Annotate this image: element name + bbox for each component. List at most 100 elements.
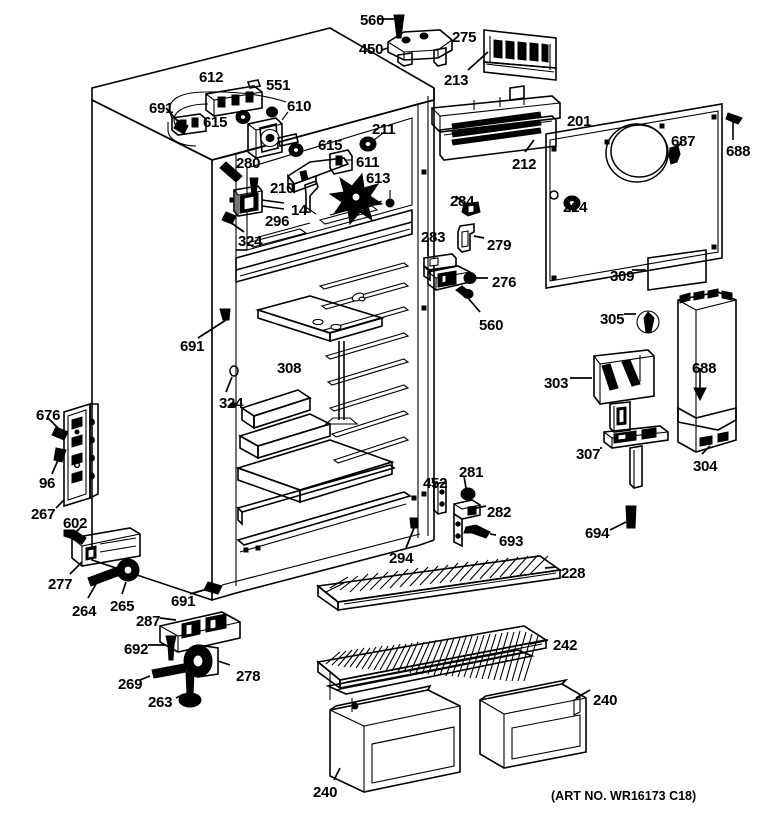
part-228-wire-shelf [316,554,563,612]
callout-305: 305 [600,311,625,328]
callout-96: 96 [39,475,56,492]
callout-687: 687 [671,133,696,150]
part-296 [233,185,285,217]
callout-611: 611 [356,154,380,171]
callout-560-top: 560 [360,12,385,29]
callout-324-b: 324 [219,395,244,412]
callout-279: 279 [487,237,512,254]
part-324-a [221,211,245,233]
callout-294: 294 [389,550,414,567]
part-693-screw [463,524,497,539]
part-692-screw [148,635,177,661]
callout-551: 551 [266,77,291,94]
part-615-grommet-b [288,143,304,157]
callout-450: 450 [359,41,384,58]
callout-14: 14 [291,202,308,219]
part-694-pin [609,505,637,531]
callout-676: 676 [36,407,61,424]
callout-210: 210 [270,180,295,197]
callout-694: 694 [585,525,610,542]
part-691-a [165,107,189,135]
callout-213: 213 [444,72,469,89]
callout-692: 692 [124,641,149,658]
part-610-control [247,111,299,159]
part-242-shelf [316,625,549,712]
part-676-screw [47,417,69,441]
callout-267: 267 [31,506,56,523]
callout-265: 265 [110,598,135,615]
callout-242: 242 [553,637,578,654]
part-212-rack [431,85,561,161]
shelf-rails [318,262,410,464]
callout-269: 269 [118,676,143,693]
callout-296: 296 [265,213,290,230]
part-280 [219,161,243,183]
callout-275: 275 [452,29,477,46]
callout-211: 211 [372,121,396,138]
callout-264: 264 [72,603,97,620]
part-282-hinge [453,499,487,548]
part-688-arrow-b [693,368,707,402]
callout-691-b: 691 [180,338,205,355]
part-688-arrow-a [725,112,743,140]
part-265-roller [116,558,140,595]
callout-691-c: 691 [171,593,196,610]
part-560-screw-top [378,14,405,39]
part-308-shelf [255,295,385,425]
callout-602: 602 [63,515,88,532]
callout-691-a: 691 [149,100,174,117]
art-number: (ART NO. WR16173 C18) [551,789,697,803]
callout-284: 284 [450,193,475,210]
part-96-screw [51,447,67,475]
part-450-275-handle [381,29,453,67]
callout-240-b: 240 [313,784,338,801]
callout-452: 452 [423,475,448,492]
part-305-screw [624,310,660,334]
part-612-harness [167,79,287,147]
part-276 [427,265,488,291]
callout-280: 280 [236,155,261,172]
callout-278: 278 [236,668,261,685]
cabinet-assembly [91,27,435,602]
callout-324-a: 324 [238,233,263,250]
part-269-pin [139,663,187,681]
part-294-pin [405,517,419,549]
part-304-cover [677,288,737,455]
callout-240-a: 240 [593,692,618,709]
callout-201: 201 [567,113,592,130]
part-611-bracket [286,149,353,194]
part-560-screw-b [455,285,481,313]
callout-307: 307 [576,446,601,463]
callout-281: 281 [459,464,484,481]
lower-cabinet-shelves [235,389,412,553]
callout-610: 610 [287,98,312,115]
callout-212: 212 [512,156,537,173]
callout-282: 282 [487,504,512,521]
callout-214: 214 [563,199,588,216]
callout-277: 277 [48,576,73,593]
callout-612: 612 [199,69,224,86]
callout-309: 309 [610,268,635,285]
callout-303: 303 [544,375,569,392]
part-691-b [197,308,231,339]
part-303 [570,349,655,433]
part-279 [457,223,485,253]
part-240-drawer-right [479,678,591,769]
part-240-drawer-left [329,684,461,793]
callout-308: 308 [277,360,302,377]
callout-263: 263 [148,694,173,711]
part-211 [359,133,383,152]
callout-688-a: 688 [726,143,751,160]
callout-228: 228 [561,565,586,582]
callout-287: 287 [136,613,161,630]
part-452 [431,477,447,515]
part-263-leveler [175,671,202,708]
callout-693: 693 [499,533,524,550]
callout-613: 613 [366,170,391,187]
part-213-ice-tray [467,29,557,81]
part-613-fan-blade [328,172,395,226]
part-267-left-panel [55,402,99,509]
part-283 [423,238,457,282]
